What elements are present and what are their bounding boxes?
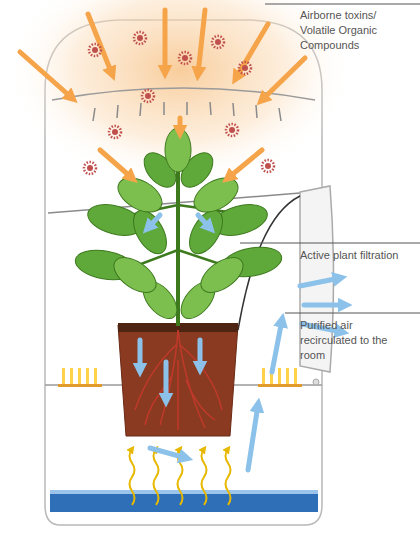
grille-slot bbox=[93, 108, 95, 121]
grille-slot bbox=[140, 103, 141, 116]
air-arrow bbox=[198, 10, 205, 74]
indicator-light bbox=[313, 379, 319, 385]
air-arrow bbox=[198, 215, 210, 228]
plant-branch bbox=[125, 205, 232, 270]
wicking-arrows bbox=[130, 449, 231, 505]
light-ray bbox=[62, 368, 65, 384]
toxin-particle bbox=[134, 32, 146, 44]
callout-label: Active plant filtration bbox=[300, 248, 418, 263]
root bbox=[178, 330, 205, 428]
toxin-particle bbox=[215, 39, 221, 45]
toxin-particle bbox=[179, 52, 191, 64]
leaf bbox=[127, 205, 174, 260]
air-arrow bbox=[248, 405, 258, 470]
grille-slot bbox=[210, 102, 211, 115]
toxin-particle bbox=[89, 44, 101, 56]
toxin-particle bbox=[229, 127, 235, 133]
toxin-particle bbox=[109, 126, 121, 138]
roots bbox=[135, 330, 222, 430]
air-arrow bbox=[198, 340, 203, 368]
air-arrow bbox=[236, 24, 268, 78]
toxin-particle bbox=[226, 124, 238, 136]
plant-pot bbox=[118, 325, 238, 436]
callout-label: Airborne toxins/ Volatile Organic Compou… bbox=[300, 8, 406, 53]
toxin-particle bbox=[142, 90, 154, 102]
air-arrow bbox=[88, 14, 112, 74]
light-ray bbox=[294, 368, 297, 384]
light-ray bbox=[286, 368, 289, 384]
air-arrow bbox=[304, 303, 345, 308]
polluted-air-arrows bbox=[20, 10, 305, 178]
wicking-arrow bbox=[226, 449, 231, 505]
light-ray bbox=[262, 368, 265, 384]
air-arrow bbox=[138, 340, 143, 370]
toxin-particle bbox=[182, 55, 188, 61]
grille-slot bbox=[256, 105, 257, 118]
leaf bbox=[165, 128, 191, 172]
leaf bbox=[183, 205, 230, 260]
plant-leaves bbox=[73, 128, 284, 325]
toxin-particle bbox=[84, 162, 96, 174]
air-arrow bbox=[300, 278, 340, 286]
toxin-particle bbox=[212, 36, 224, 48]
light-ray bbox=[94, 368, 97, 384]
leader-line bbox=[265, 4, 420, 5]
air-arrow bbox=[150, 448, 186, 458]
light-base bbox=[258, 384, 302, 387]
light-ray bbox=[278, 368, 281, 384]
air-arrow bbox=[148, 215, 160, 228]
air-arrow bbox=[163, 10, 168, 72]
wicking-arrow bbox=[154, 449, 159, 505]
callout-label: Purified air recirculated to the room bbox=[300, 318, 410, 363]
water-reservoir bbox=[50, 494, 318, 512]
grille-slot bbox=[279, 108, 281, 121]
air-arrow bbox=[100, 150, 132, 178]
grille-slot bbox=[186, 102, 188, 115]
toxin-particle bbox=[137, 35, 143, 41]
leaf bbox=[108, 251, 162, 300]
toxin-particles bbox=[84, 32, 274, 174]
light-ray bbox=[86, 368, 89, 384]
toxin-particle bbox=[239, 62, 251, 74]
root bbox=[177, 360, 179, 430]
air-arrow bbox=[20, 52, 72, 98]
grille-slot bbox=[117, 105, 118, 118]
leader-line bbox=[240, 243, 420, 244]
air-arrow bbox=[228, 150, 262, 178]
toxin-particle bbox=[262, 160, 274, 172]
air-arrow bbox=[262, 58, 305, 100]
air-arrow bbox=[272, 320, 282, 372]
air-arrow bbox=[178, 118, 183, 132]
toxin-particle bbox=[87, 165, 93, 171]
wicking-arrow bbox=[202, 449, 207, 505]
leaf bbox=[195, 251, 249, 300]
toxin-particle bbox=[145, 93, 151, 99]
light-ray bbox=[78, 368, 81, 384]
toxin-particle bbox=[92, 47, 98, 53]
root bbox=[186, 380, 215, 420]
wicking-arrow bbox=[130, 449, 135, 505]
toxin-particle bbox=[242, 65, 248, 71]
plant-stem bbox=[176, 160, 180, 326]
water-surface bbox=[50, 490, 318, 494]
light-ray bbox=[70, 368, 73, 384]
root bbox=[160, 330, 178, 425]
grille-slot bbox=[163, 102, 165, 115]
toxin-particle bbox=[265, 163, 271, 169]
light-base bbox=[58, 384, 102, 387]
leader-line bbox=[285, 313, 420, 314]
grille-slots bbox=[93, 102, 281, 121]
air-arrow bbox=[164, 362, 169, 400]
toxin-particle bbox=[112, 129, 118, 135]
grille-slot bbox=[233, 103, 234, 116]
